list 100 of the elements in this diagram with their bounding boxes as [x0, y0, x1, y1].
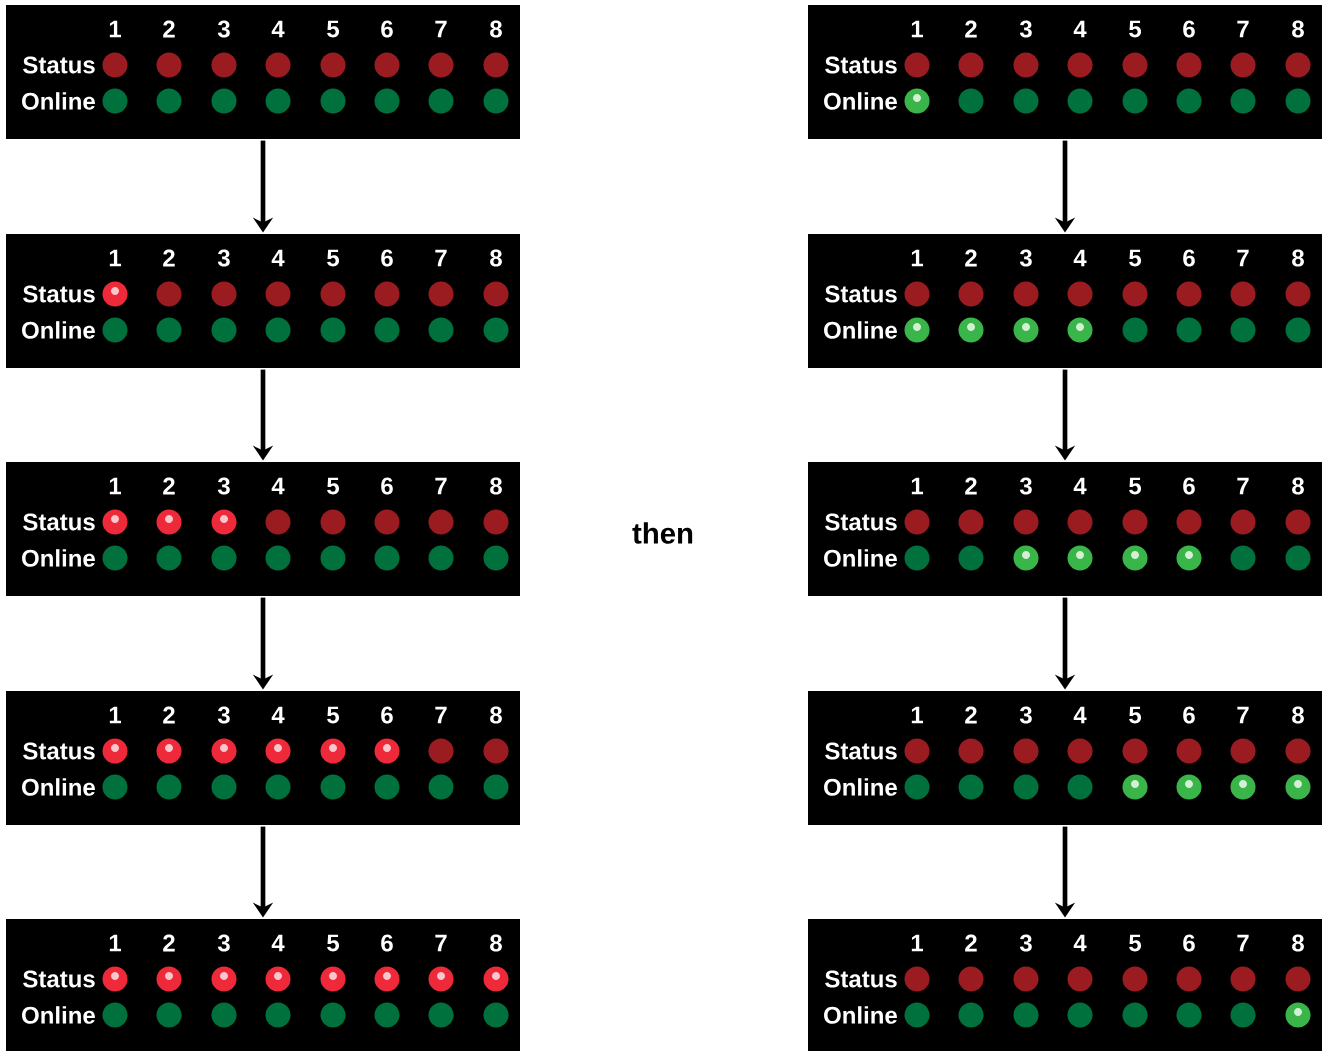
row-label: Online: [22, 778, 95, 796]
column-number: 5: [327, 20, 339, 38]
column-number: 3: [217, 934, 230, 952]
column-number: 6: [381, 934, 393, 952]
column-number: 4: [271, 934, 285, 952]
column-number: 3: [217, 706, 230, 724]
column-number: 1: [911, 934, 924, 952]
column-number: 8: [490, 934, 502, 952]
column-number: 2: [965, 477, 977, 495]
column-number: 2: [163, 477, 175, 495]
led-panel: [808, 919, 1322, 1051]
column-number: 2: [965, 706, 977, 724]
row-label: Online: [824, 778, 897, 796]
column-number: 3: [1019, 20, 1032, 38]
row-label: Status: [825, 513, 897, 531]
column-number: 7: [1237, 20, 1249, 38]
column-number: 7: [435, 477, 447, 495]
column-number: 2: [965, 934, 977, 952]
led-panel: [808, 462, 1322, 596]
column-number: 7: [1237, 477, 1249, 495]
column-number: 6: [1183, 20, 1195, 38]
led-panel: [6, 462, 520, 596]
column-number: 7: [435, 934, 447, 952]
column-number: 1: [109, 934, 121, 952]
column-number: 4: [271, 477, 285, 495]
column-number: 5: [1129, 249, 1142, 267]
column-number: 1: [911, 249, 924, 267]
column-number: 3: [1019, 249, 1032, 267]
column-number: 1: [911, 477, 924, 495]
column-number: 6: [1183, 249, 1195, 267]
column-number: 5: [1129, 706, 1142, 724]
column-number: 3: [217, 249, 230, 267]
column-number: 1: [109, 477, 121, 495]
led-panel: [6, 234, 520, 368]
column-number: 5: [327, 934, 339, 952]
column-number: 6: [381, 706, 393, 724]
column-number: 8: [1292, 477, 1304, 495]
column-number: 7: [1237, 249, 1249, 267]
column-number: 6: [381, 249, 393, 267]
column-number: 4: [1073, 477, 1087, 495]
row-label: Status: [23, 970, 95, 988]
column-number: 8: [1292, 20, 1304, 38]
column-number: 7: [435, 706, 447, 724]
row-label: Status: [23, 56, 95, 74]
column-number: 8: [1292, 934, 1304, 952]
column-number: 4: [1073, 20, 1087, 38]
column-number: 5: [327, 477, 339, 495]
column-number: 7: [435, 249, 447, 267]
row-label: Status: [23, 285, 95, 303]
column-number: 4: [271, 20, 285, 38]
row-label: Status: [825, 56, 897, 74]
column-number: 1: [911, 20, 924, 38]
row-label: Online: [22, 1006, 95, 1024]
column-number: 5: [1129, 477, 1142, 495]
label-text: then: [632, 522, 693, 544]
column-number: 8: [490, 20, 502, 38]
column-number: 6: [1183, 706, 1195, 724]
column-number: 1: [109, 706, 121, 724]
row-label: Status: [825, 285, 897, 303]
column-number: 4: [1073, 934, 1087, 952]
column-number: 1: [109, 249, 121, 267]
column-number: 6: [1183, 934, 1195, 952]
column-number: 3: [1019, 477, 1032, 495]
row-label: Status: [23, 742, 95, 760]
column-number: 4: [271, 706, 285, 724]
row-label: Online: [22, 549, 95, 567]
row-label: Online: [824, 549, 897, 567]
column-number: 6: [381, 477, 393, 495]
column-number: 3: [1019, 934, 1032, 952]
column-number: 2: [163, 249, 175, 267]
column-number: 8: [1292, 249, 1304, 267]
column-number: 1: [911, 706, 924, 724]
led-panel: [808, 691, 1322, 825]
led-panel: [808, 5, 1322, 139]
row-label: Online: [824, 321, 897, 339]
led-panel: [6, 5, 520, 139]
column-number: 7: [1237, 934, 1249, 952]
row-label: Status: [23, 513, 95, 531]
row-label: Online: [22, 321, 95, 339]
column-number: 6: [1183, 477, 1195, 495]
column-number: 6: [381, 20, 393, 38]
column-number: 2: [965, 20, 977, 38]
led-panel: [808, 234, 1322, 368]
column-number: 8: [1292, 706, 1304, 724]
column-number: 5: [327, 249, 339, 267]
column-number: 4: [1073, 249, 1087, 267]
row-label: Online: [22, 92, 95, 110]
column-number: 3: [1019, 706, 1032, 724]
column-number: 4: [1073, 706, 1087, 724]
column-number: 5: [327, 706, 339, 724]
column-number: 7: [1237, 706, 1249, 724]
led-panel: [6, 919, 520, 1051]
column-number: 8: [490, 706, 502, 724]
column-number: 5: [1129, 20, 1142, 38]
column-number: 8: [490, 249, 502, 267]
column-number: 4: [271, 249, 285, 267]
column-number: 2: [965, 249, 977, 267]
column-number: 2: [163, 20, 175, 38]
column-number: 7: [435, 20, 447, 38]
column-number: 2: [163, 706, 175, 724]
